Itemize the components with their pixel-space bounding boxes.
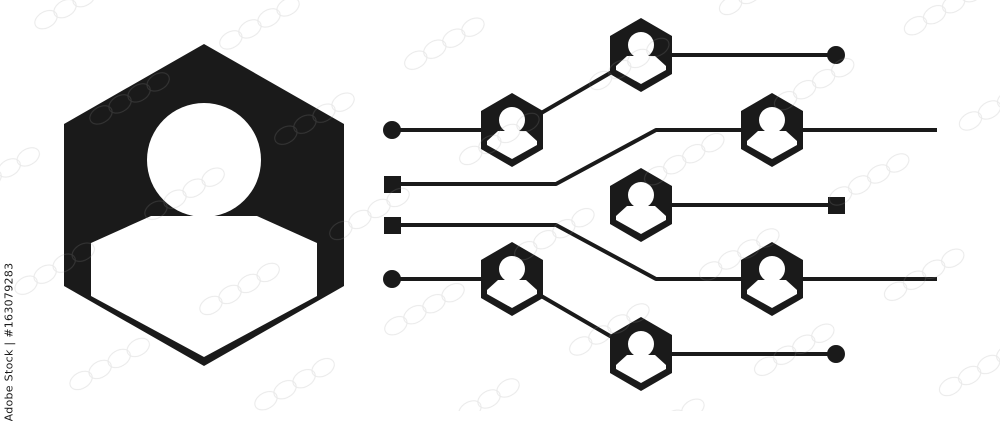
user-node-icon — [481, 242, 543, 316]
network-illustration — [64, 18, 937, 391]
line-branch-up — [392, 128, 937, 186]
square-endpoint — [384, 217, 401, 234]
user-node-icon — [741, 93, 803, 167]
dot-endpoint — [827, 345, 845, 363]
user-node-icon — [610, 317, 672, 391]
user-node-icon — [741, 242, 803, 316]
square-endpoint — [828, 197, 845, 214]
user-node-icon — [610, 18, 672, 92]
user-node-icon — [481, 93, 543, 167]
user-node-icon — [610, 168, 672, 242]
line-branch-down — [392, 223, 937, 281]
dot-endpoint — [383, 121, 401, 139]
dot-endpoint — [383, 270, 401, 288]
dot-endpoint — [827, 46, 845, 64]
main-user-hexagon-icon — [64, 44, 344, 366]
square-endpoint — [384, 176, 401, 193]
